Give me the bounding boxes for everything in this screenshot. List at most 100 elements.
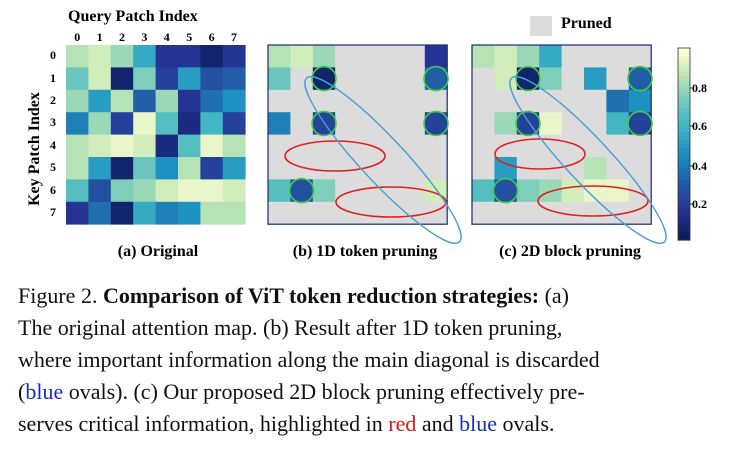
heatmap-cell-original-r3-c7 <box>222 112 246 135</box>
panel-label-original: (a) Original <box>117 243 199 260</box>
heatmap-cell-2d-r6-c6 <box>606 179 630 203</box>
heatmap-cell-1d-r4-c1 <box>290 134 314 158</box>
heatmap-cell-original-r4-c4 <box>155 134 179 158</box>
green-circle-1d-r1-c2 <box>311 65 337 92</box>
heatmap-cell-2d-r6-c1 <box>494 179 518 203</box>
heatmap-cell-2d-r4-c7 <box>628 134 652 158</box>
heatmap-cell-original-r1-c2 <box>110 67 134 91</box>
caption-line-0: Figure 2. Comparison of ViT token reduct… <box>18 280 726 312</box>
colorbar-segment-46 <box>678 232 690 237</box>
heatmap-cell-original-r7-c2 <box>110 201 134 225</box>
heatmap-cell-1d-r7-c0 <box>268 201 291 225</box>
y-tick-6: 6 <box>50 182 56 197</box>
colorbar-segment-0 <box>678 48 690 53</box>
heatmap-cell-2d-r7-c0 <box>472 201 495 225</box>
heatmap-cell-original-r0-c3 <box>133 45 156 68</box>
caption-segment-0-0: Figure 2. <box>18 283 103 308</box>
colorbar-segment-29 <box>678 164 690 169</box>
heatmap-cell-1d-r7-c6 <box>402 201 426 225</box>
colorbar-segment-18 <box>678 120 690 125</box>
heatmap-cell-original-r3-c3 <box>133 112 156 135</box>
heatmap-cell-1d-r0-c5 <box>380 45 403 68</box>
red-oval-1d-bottom <box>335 186 447 218</box>
heatmap-cell-original-r3-c5 <box>178 112 201 135</box>
heatmap-cell-original-r6-c3 <box>133 179 156 203</box>
colorbar-segment-11 <box>678 92 690 97</box>
x-tick-5: 5 <box>186 30 193 44</box>
heatmap-cell-original-r5-c1 <box>88 157 112 180</box>
heatmap-cell-original-r0-c6 <box>200 45 224 68</box>
colorbar-segment-30 <box>678 168 690 173</box>
colorbar-segment-21 <box>678 132 690 137</box>
caption-segment-4-1: red <box>388 411 417 436</box>
heatmap-cell-original-r6-c0 <box>66 179 89 203</box>
colorbar-segment-6 <box>678 72 690 77</box>
heatmap-cell-1d-r3-c6 <box>402 112 426 135</box>
heatmap-cell-2d-r0-c7 <box>628 45 652 68</box>
colorbar-segment-39 <box>678 204 690 209</box>
heatmap-cell-original-r2-c4 <box>155 89 179 113</box>
red-oval-2d-bottom <box>537 185 649 217</box>
heatmap-cell-original-r0-c0 <box>66 45 89 68</box>
caption-segment-0-1: Comparison of ViT token reduction strate… <box>102 283 540 308</box>
heatmap-cell-2d-r7-c6 <box>606 201 630 225</box>
y-tick-1: 1 <box>50 70 56 85</box>
heatmap-cell-2d-r5-c5 <box>584 157 607 180</box>
heatmap-cell-2d-r3-c1 <box>494 112 518 135</box>
colorbar-tick-2: 0.4 <box>692 159 707 173</box>
colorbar-tick-3: 0.2 <box>692 197 707 211</box>
x-tick-4: 4 <box>163 30 170 44</box>
heatmap-cell-2d-r0-c5 <box>584 45 607 68</box>
heatmap-cell-2d-r1-c6 <box>606 67 630 91</box>
heatmap-cell-2d-r7-c7 <box>628 201 652 225</box>
heatmap-cell-original-r4-c0 <box>66 134 89 158</box>
heatmap-cell-original-r2-c0 <box>66 89 89 113</box>
colorbar-segment-10 <box>678 88 690 93</box>
colorbar-segment-3 <box>678 60 690 65</box>
heatmap-cell-2d-r4-c3 <box>539 134 562 158</box>
colorbar-segment-12 <box>678 96 690 101</box>
heatmap-cell-original-r0-c4 <box>155 45 179 68</box>
heatmap-cell-original-r7-c5 <box>178 201 201 225</box>
heatmap-cell-original-r2-c5 <box>178 89 201 113</box>
heatmap-cell-original-r4-c2 <box>110 134 134 158</box>
heatmap-cell-2d-r5-c4 <box>561 157 585 180</box>
heatmap-cell-2d-r3-c3 <box>539 112 562 135</box>
colorbar-segment-37 <box>678 196 690 201</box>
caption-segment-4-3: blue <box>459 411 497 436</box>
colorbar-tick-0: 0.8 <box>692 81 707 95</box>
green-circle-2d-r6-c1 <box>492 177 519 204</box>
heatmap-cell-1d-r2-c6 <box>402 89 426 113</box>
heatmap-cell-2d-r3-c5 <box>584 112 607 135</box>
heatmap-cell-original-r0-c1 <box>88 45 112 68</box>
heatmap-cell-2d-r1-c4 <box>561 67 585 91</box>
colorbar-segment-43 <box>678 220 690 225</box>
heatmap-cell-original-r6-c1 <box>88 179 112 203</box>
heatmap-cell-original-r4-c5 <box>178 134 201 158</box>
x-tick-2: 2 <box>119 30 125 44</box>
caption-segment-3-2: ovals). (c) Our proposed 2D block prunin… <box>63 379 585 404</box>
heatmap-cell-2d-r7-c2 <box>516 201 540 225</box>
y-tick-7: 7 <box>50 205 56 219</box>
heatmap-cell-2d-r7-c1 <box>494 201 518 225</box>
heatmap-cell-original-r6-c7 <box>222 179 246 203</box>
heatmap-cell-original-r3-c0 <box>66 112 89 135</box>
heatmap-cell-1d-r5-c0 <box>268 157 291 180</box>
heatmap-cell-original-r4-c3 <box>133 134 156 158</box>
heatmap-cell-original-r3-c4 <box>155 112 179 135</box>
green-circle-1d-r3-c7 <box>423 110 449 137</box>
heatmap-cell-2d-r7-c5 <box>584 201 607 225</box>
heatmap-cell-1d-r1-c5 <box>380 67 403 91</box>
colorbar-segment-13 <box>678 100 690 105</box>
heatmap-cell-original-r5-c5 <box>178 157 201 180</box>
heatmap-cell-2d-r2-c0 <box>472 89 495 113</box>
heatmap-cell-2d-r4-c2 <box>516 134 540 158</box>
heatmap-cell-2d-r4-c5 <box>584 134 607 158</box>
heatmap-cell-2d-r3-c4 <box>561 112 585 135</box>
heatmap-cell-1d-r5-c5 <box>380 157 403 180</box>
heatmap-cell-2d-r0-c1 <box>494 45 518 68</box>
green-circle-2d-r3-c2 <box>515 110 541 137</box>
heatmap-cell-2d-r1-c0 <box>472 67 495 91</box>
heatmap-cell-original-r2-c7 <box>222 89 246 113</box>
heatmap-cell-original-r5-c4 <box>155 157 179 180</box>
